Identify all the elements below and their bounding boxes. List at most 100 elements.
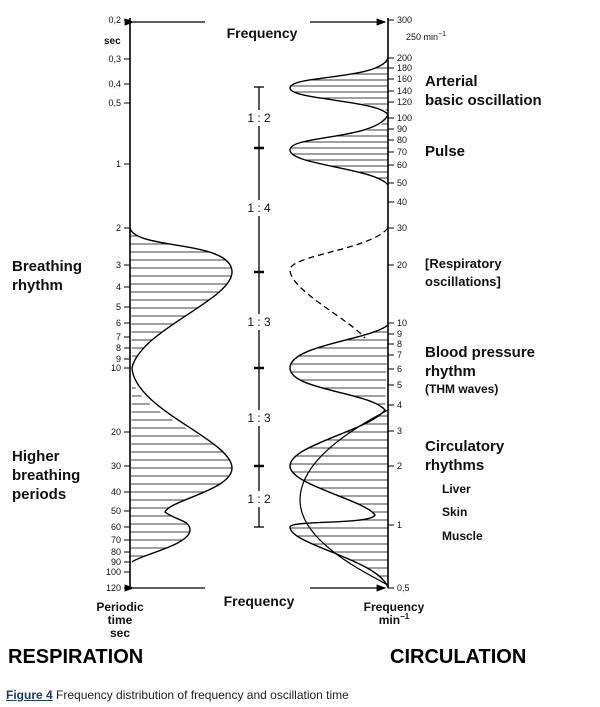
right-tick: 90 bbox=[388, 124, 407, 134]
svg-text:140: 140 bbox=[397, 86, 412, 96]
svg-text:0,5: 0,5 bbox=[108, 98, 121, 108]
svg-text:90: 90 bbox=[397, 124, 407, 134]
svg-text:1: 1 bbox=[116, 159, 121, 169]
svg-text:4: 4 bbox=[397, 400, 402, 410]
svg-text:0,4: 0,4 bbox=[108, 79, 121, 89]
svg-text:7: 7 bbox=[116, 332, 121, 342]
left-tick: 30 bbox=[111, 461, 130, 471]
svg-text:300: 300 bbox=[397, 15, 412, 25]
bottom-frequency-label: Frequency bbox=[224, 593, 295, 609]
svg-text:3: 3 bbox=[397, 426, 402, 436]
right-tick: 9 bbox=[388, 329, 402, 339]
left-tick: 3 bbox=[116, 260, 130, 270]
left-tick: 2 bbox=[116, 223, 130, 233]
svg-text:20: 20 bbox=[111, 427, 121, 437]
svg-text:1: 1 bbox=[397, 520, 402, 530]
figure-caption: Figure 4 Frequency distribution of frequ… bbox=[6, 688, 349, 702]
circulatory-diagonal bbox=[299, 409, 389, 586]
ratio-label: 1 : 2 bbox=[247, 492, 271, 506]
svg-text:8: 8 bbox=[116, 343, 121, 353]
respiration-title: RESPIRATION bbox=[8, 646, 143, 668]
svg-text:100: 100 bbox=[106, 567, 121, 577]
svg-text:2: 2 bbox=[116, 223, 121, 233]
svg-text:9: 9 bbox=[116, 354, 121, 364]
left-tick: 9 bbox=[116, 354, 130, 364]
right-tick: 70 bbox=[388, 147, 407, 157]
left-tick: 60 bbox=[111, 522, 130, 532]
left-tick: 4 bbox=[116, 282, 130, 292]
right-tick: 5 bbox=[388, 380, 402, 390]
svg-text:9: 9 bbox=[397, 329, 402, 339]
right-tick: 6 bbox=[388, 364, 402, 374]
svg-text:10: 10 bbox=[397, 318, 407, 328]
svg-text:70: 70 bbox=[111, 535, 121, 545]
svg-text:20: 20 bbox=[397, 260, 407, 270]
svg-text:2: 2 bbox=[397, 461, 402, 471]
circulation-curve bbox=[289, 57, 389, 186]
skin-label: Skin bbox=[442, 505, 467, 519]
svg-text:8: 8 bbox=[397, 339, 402, 349]
left-tick: 90 bbox=[111, 557, 130, 567]
liver-label: Liver bbox=[442, 482, 471, 496]
svg-text:0,2: 0,2 bbox=[108, 15, 121, 25]
respiration-curve bbox=[129, 227, 233, 563]
svg-text:30: 30 bbox=[111, 461, 121, 471]
ratio-label: 1 : 3 bbox=[247, 315, 271, 329]
ratio-label: 1 : 3 bbox=[247, 411, 271, 425]
pulse-hatch bbox=[290, 123, 388, 179]
left-tick: 7 bbox=[116, 332, 130, 342]
svg-text:10: 10 bbox=[111, 363, 121, 373]
blood-pressure-curve bbox=[289, 324, 389, 589]
right-tick: 3 bbox=[388, 426, 402, 436]
pulse-label: Pulse bbox=[425, 143, 465, 160]
svg-text:50: 50 bbox=[111, 506, 121, 516]
svg-text:70: 70 bbox=[397, 147, 407, 157]
right-tick: 40 bbox=[388, 197, 407, 207]
left-tick: 0,4 bbox=[108, 79, 130, 89]
right-tick: 300 bbox=[388, 15, 412, 25]
svg-text:80: 80 bbox=[397, 135, 407, 145]
svg-text:120: 120 bbox=[106, 583, 121, 593]
right-tick: 0,5 bbox=[388, 583, 410, 593]
left-tick: 0,2 bbox=[108, 15, 130, 25]
svg-text:60: 60 bbox=[111, 522, 121, 532]
left-tick: 70 bbox=[111, 535, 130, 545]
svg-text:7: 7 bbox=[397, 350, 402, 360]
right-tick: 120 bbox=[388, 97, 412, 107]
left-tick: 5 bbox=[116, 302, 130, 312]
right-tick: 1 bbox=[388, 520, 402, 530]
right-tick: 7 bbox=[388, 350, 402, 360]
svg-text:200: 200 bbox=[397, 53, 412, 63]
right-tick: 60 bbox=[388, 160, 407, 170]
right-tick: 160 bbox=[388, 74, 412, 84]
left-tick: 0,5 bbox=[108, 98, 130, 108]
svg-text:120: 120 bbox=[397, 97, 412, 107]
muscle-label: Muscle bbox=[442, 529, 483, 543]
caption-text: Frequency distribution of frequency and … bbox=[56, 688, 349, 702]
left-tick: 20 bbox=[111, 427, 130, 437]
right-tick: 4 bbox=[388, 400, 402, 410]
thm-waves-label: (THM waves) bbox=[425, 382, 498, 396]
svg-text:180: 180 bbox=[397, 63, 412, 73]
right-tick: 50 bbox=[388, 178, 407, 188]
svg-text:30: 30 bbox=[397, 223, 407, 233]
circulatory-hatch bbox=[290, 415, 388, 585]
left-tick: 50 bbox=[111, 506, 130, 516]
right-tick: 8 bbox=[388, 339, 402, 349]
left-tick: 80 bbox=[111, 547, 130, 557]
svg-text:5: 5 bbox=[116, 302, 121, 312]
ratio-label: 1 : 4 bbox=[247, 201, 271, 215]
left-tick: 0,3 bbox=[108, 54, 130, 64]
left-tick: 6 bbox=[116, 318, 130, 328]
right-tick: 20 bbox=[388, 260, 407, 270]
right-axis-ticks: 300 200 180 160 140 120 100 90 80 70 60 … bbox=[388, 15, 412, 593]
left-unit-label: sec bbox=[104, 36, 121, 47]
right-unit-label: 250 min−1 bbox=[406, 31, 446, 42]
right-tick: 2 bbox=[388, 461, 402, 471]
svg-text:40: 40 bbox=[397, 197, 407, 207]
right-tick: 100 bbox=[388, 113, 412, 123]
